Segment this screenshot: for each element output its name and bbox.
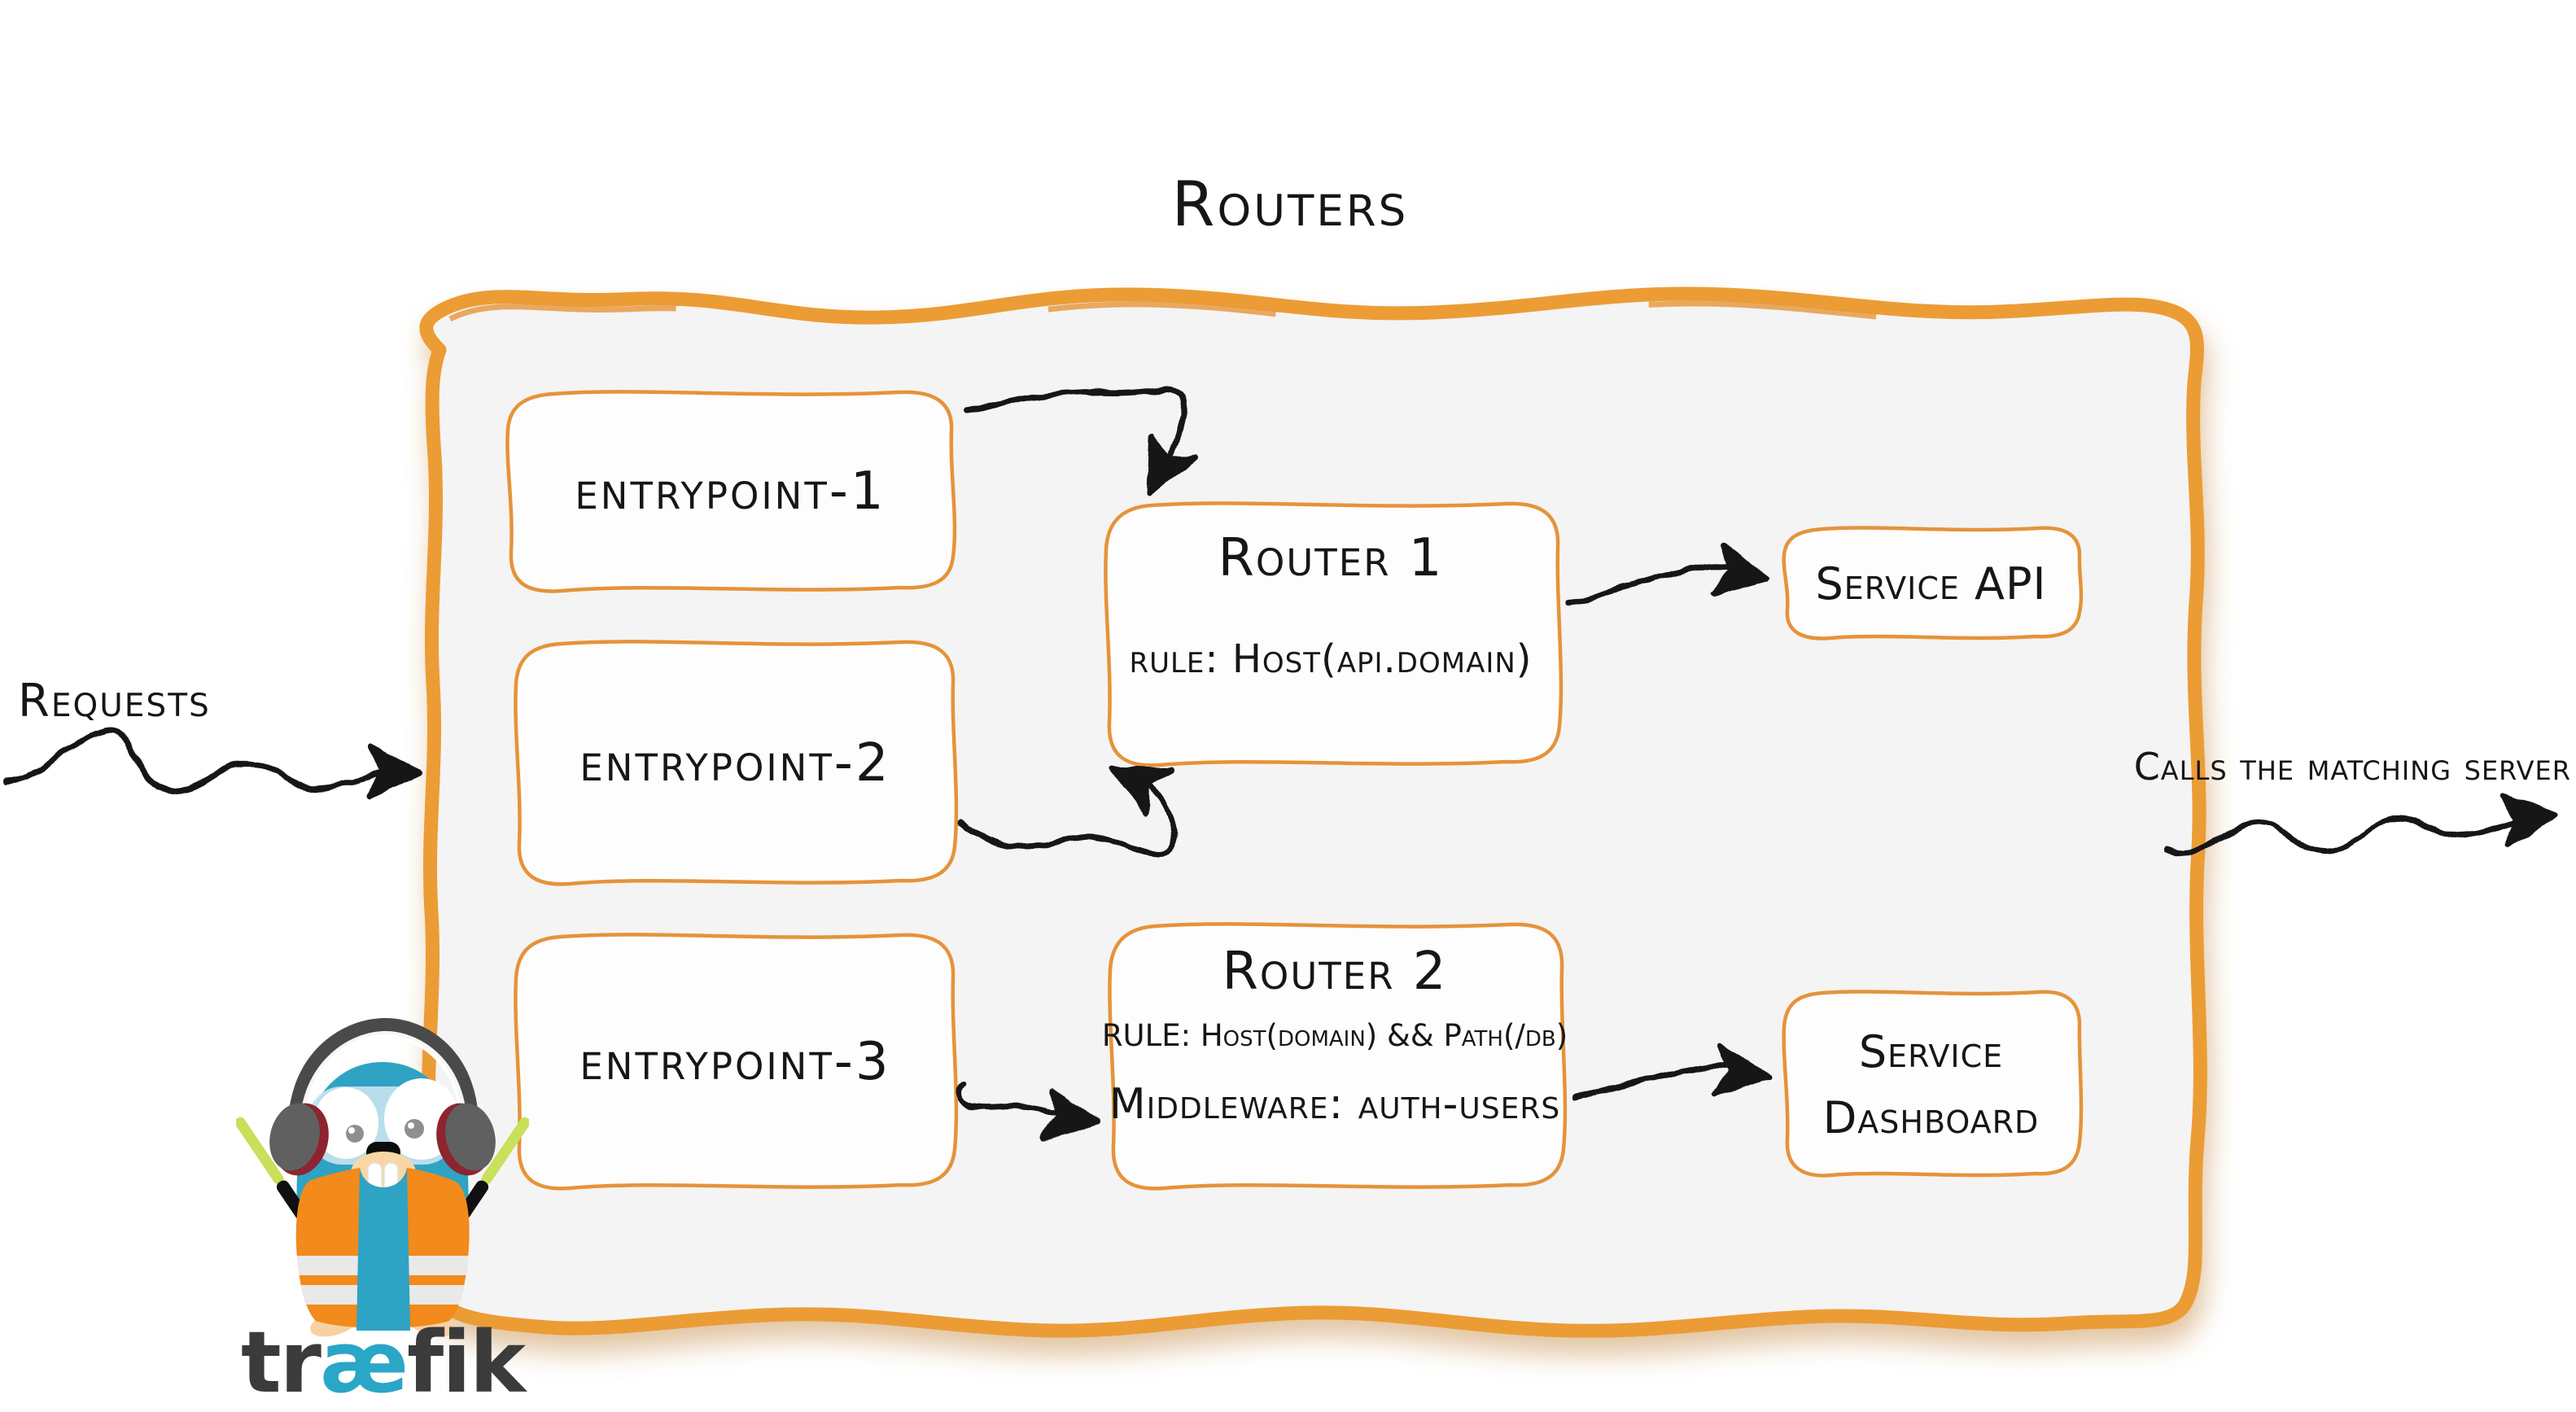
wordmark-part-ae: æ	[319, 1313, 409, 1412]
arrow-router2-to-servicedashboard	[1572, 1063, 1735, 1100]
traefik-gopher-logo	[236, 1017, 529, 1337]
service-dashboard-label: Service Dashboard	[1822, 1025, 2040, 1143]
service-dashboard-box	[1782, 990, 2084, 1178]
traefik-wordmark: træfik	[233, 1320, 532, 1405]
arrow-entrypoint2-to-router1	[957, 783, 1178, 857]
service-api-label: Service API	[1815, 558, 2047, 610]
diagram-title: Routers	[1171, 167, 1409, 240]
entrypoint-1-label: entrypoint-1	[575, 461, 886, 522]
entrypoint-2-box	[514, 640, 959, 886]
router-1-title: Router 1	[1218, 528, 1444, 588]
router-2-box	[1108, 922, 1568, 1191]
router-1-box	[1104, 501, 1564, 767]
entrypoint-3-label: entrypoint-3	[579, 1032, 891, 1092]
arrow-router1-to-serviceapi	[1566, 563, 1735, 607]
calls-matching-server-label: Calls the matching server	[2133, 745, 2571, 789]
router-2-title: Router 2	[1222, 942, 1448, 1002]
arrow-requests	[3, 727, 386, 793]
entrypoint-2-label: entrypoint-2	[579, 732, 891, 793]
router-2-middleware: Middleware: auth-users	[1109, 1079, 1561, 1129]
panel-overdraw-stroke	[448, 300, 2026, 330]
service-api-box	[1782, 526, 2084, 640]
gopher-vest	[295, 1168, 470, 1331]
entrypoint-3-box	[514, 933, 959, 1191]
entrypoint-1-box	[505, 390, 957, 593]
gopher-headphones	[269, 1017, 496, 1176]
wordmark-part-tr: tr	[240, 1313, 321, 1412]
arrow-entrypoint1-to-router1	[962, 386, 1187, 464]
requests-label: Requests	[18, 675, 211, 728]
arrowhead-calls	[2503, 791, 2558, 845]
router-1-rule: rule: Host(api.domain)	[1129, 636, 1533, 682]
router-2-rule: RULE: Host(domain) && Path(/db)	[1101, 1017, 1568, 1053]
wordmark-part-fik: fik	[406, 1313, 526, 1412]
arrow-calls-server	[2163, 815, 2522, 857]
arrow-entrypoint3-to-router2	[955, 1081, 1068, 1118]
